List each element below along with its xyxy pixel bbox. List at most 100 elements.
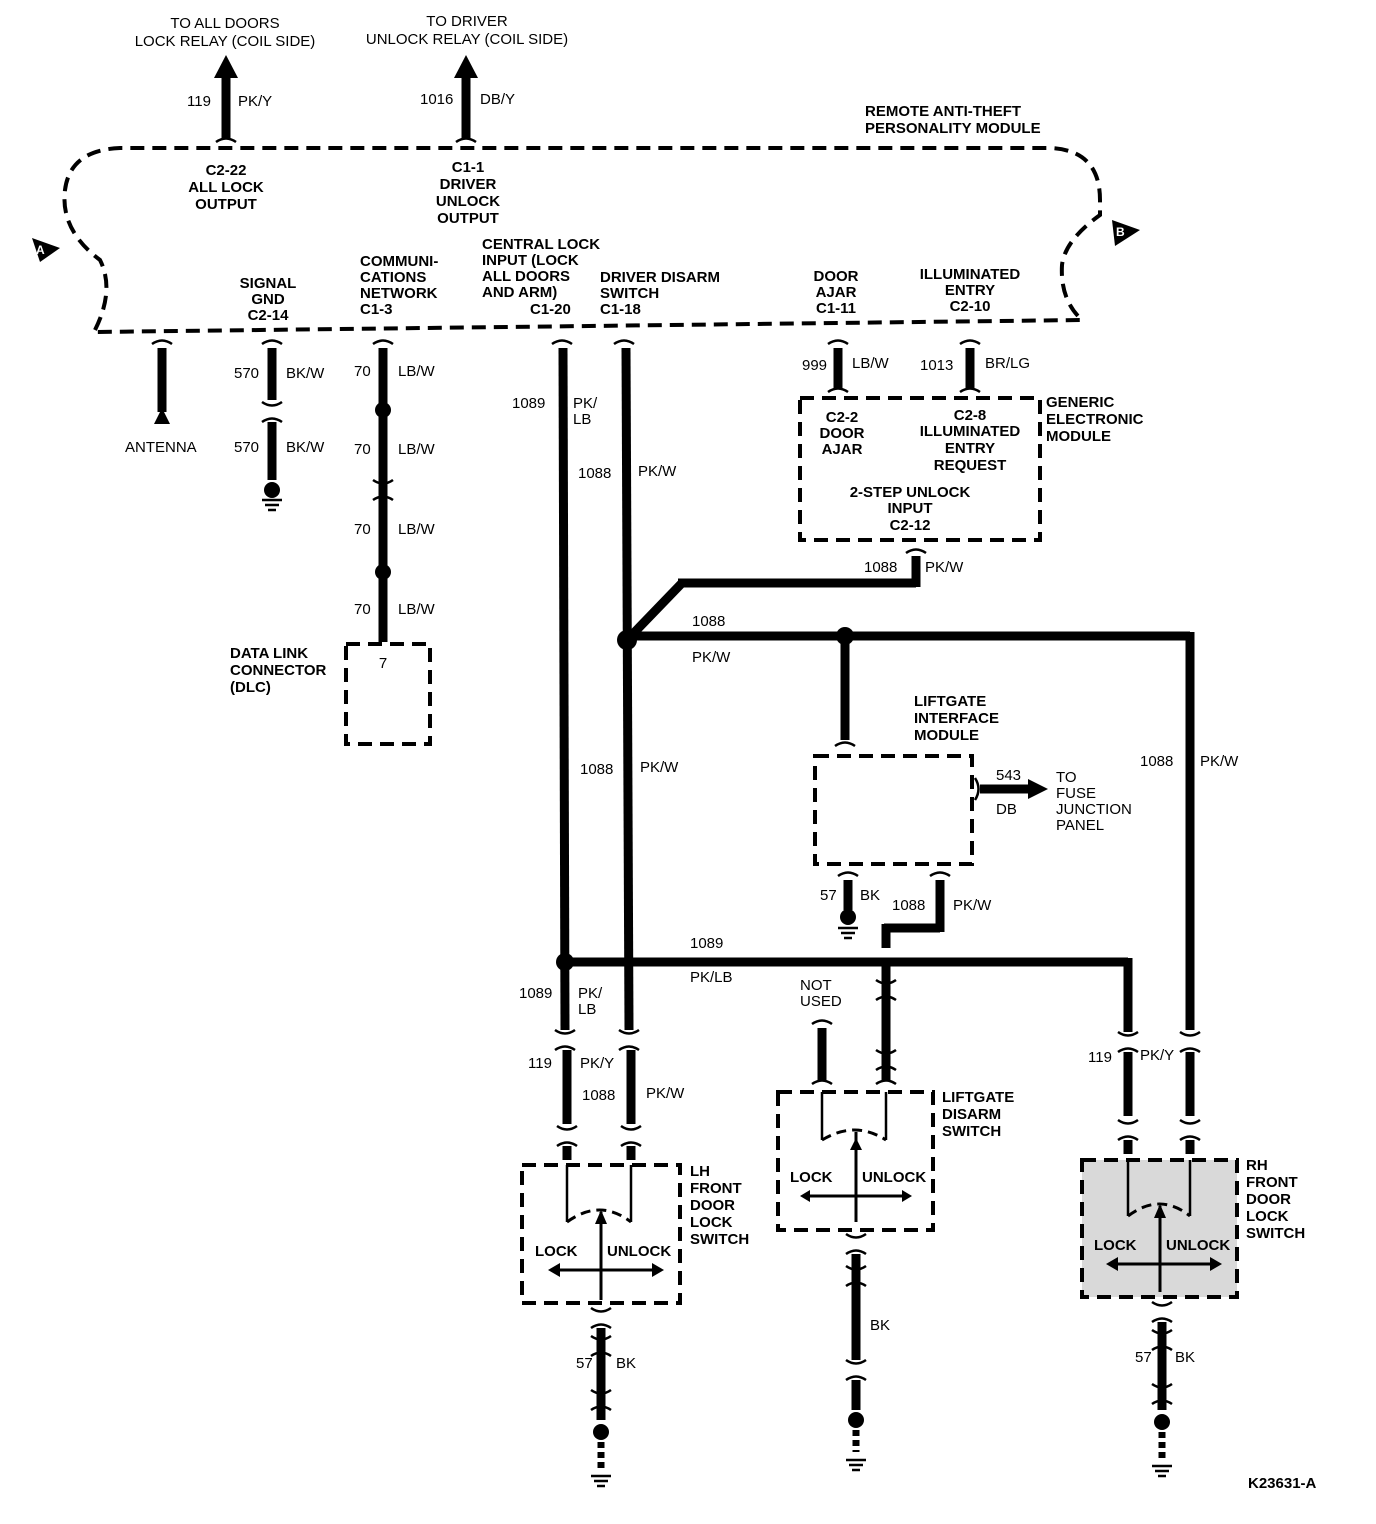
unlock-label: UNLOCK xyxy=(862,1169,926,1186)
pin-label: UNLOCK xyxy=(436,193,500,210)
ground-icon xyxy=(836,926,860,940)
unlock-label: UNLOCK xyxy=(1166,1237,1230,1254)
pin-label: AND ARM) xyxy=(482,284,557,301)
gem-pin-label: C2-8 xyxy=(954,407,987,424)
unlock-label: UNLOCK xyxy=(607,1243,671,1260)
wire-number: 57 xyxy=(820,887,837,904)
wire-color: PK/W xyxy=(925,559,964,576)
wire-number: 1088 xyxy=(1140,753,1173,770)
pin-label: CATIONS xyxy=(360,269,426,286)
not-used-label: NOT xyxy=(800,977,832,994)
all-doors-label-2: LOCK RELAY (COIL SIDE) xyxy=(135,33,316,50)
marker-b-icon xyxy=(1112,220,1140,246)
wire-number: 57 xyxy=(1135,1349,1152,1366)
marker-a-icon xyxy=(32,238,60,262)
wire-number: 1088 xyxy=(580,761,613,778)
gem-pin-label: ENTRY xyxy=(945,440,995,457)
gem-pin-label: REQUEST xyxy=(934,457,1007,474)
lim-label: MODULE xyxy=(914,727,979,744)
dlc-pin: 7 xyxy=(379,655,387,672)
dlc-label: DATA LINK xyxy=(230,645,308,662)
rh-switch-label: RH xyxy=(1246,1157,1268,1174)
driver-label-2: UNLOCK RELAY (COIL SIDE) xyxy=(366,31,568,48)
wire-number: 999 xyxy=(802,357,827,374)
wire-color: PK/W xyxy=(1200,753,1239,770)
wire-number: 119 xyxy=(187,93,211,110)
fuse-label: PANEL xyxy=(1056,817,1104,834)
rh-ground-wire-57 xyxy=(1150,1300,1174,1478)
wire-number: 70 xyxy=(354,601,371,618)
pin-label: ILLUMINATED xyxy=(920,266,1021,283)
ground-icon xyxy=(1150,1464,1174,1478)
lh-ground-wire-57 xyxy=(589,1306,613,1488)
wire-number: 1088 xyxy=(864,559,897,576)
pin-label: SWITCH xyxy=(600,285,659,302)
remote-anti-theft-module-outline xyxy=(62,146,1102,334)
wire-color: PK/LB xyxy=(690,969,733,986)
gem-pin-label: C2-12 xyxy=(890,517,931,534)
lock-label: LOCK xyxy=(790,1169,833,1186)
arrow-left-icon xyxy=(1106,1257,1118,1271)
pin-label: DRIVER xyxy=(440,176,497,193)
arrow-left-icon xyxy=(800,1190,810,1202)
driver-label-1: TO DRIVER xyxy=(426,13,508,30)
wire-color: PK/Y xyxy=(580,1055,614,1072)
wire-number: 1089 xyxy=(512,395,545,412)
wire-number: 1013 xyxy=(920,357,953,374)
all-doors-lock-output-wire xyxy=(214,55,238,144)
pin-label: OUTPUT xyxy=(437,210,499,227)
arrow-left-icon xyxy=(548,1263,560,1277)
lift-switch-label: SWITCH xyxy=(942,1123,1001,1140)
liftgate-disarm-switch-box xyxy=(776,1090,935,1232)
pin-label: C1-18 xyxy=(600,301,641,318)
antenna-wire xyxy=(151,339,173,424)
rh-switch-label: DOOR xyxy=(1246,1191,1291,1208)
wire-color: BK xyxy=(1175,1349,1195,1366)
gem-pin-label: AJAR xyxy=(822,441,863,458)
pin-label: C1-3 xyxy=(360,301,393,318)
lh-switch-label: LOCK xyxy=(690,1214,733,1231)
gem-label: MODULE xyxy=(1046,428,1111,445)
wire-color: LB xyxy=(578,1001,596,1018)
lh-switch-contacts xyxy=(548,1165,664,1300)
wire-number: 570 xyxy=(234,365,259,382)
lim-label: LIFTGATE xyxy=(914,693,986,710)
liftgate-interface-module-box xyxy=(813,754,974,866)
pin-label: AJAR xyxy=(816,284,857,301)
generic-electronic-module-box xyxy=(798,396,1042,542)
pin-label: SIGNAL xyxy=(240,275,297,292)
arrow-up-icon xyxy=(214,55,238,78)
wire-color: BK xyxy=(616,1355,636,1372)
wire-number: 70 xyxy=(354,363,371,380)
lh-switch-connectors xyxy=(555,1124,643,1160)
wire-color: PK/W xyxy=(638,463,677,480)
rh-switch-label: LOCK xyxy=(1246,1208,1289,1225)
wire-color: LB/W xyxy=(398,441,436,458)
door-ajar-wire-999 xyxy=(827,339,849,394)
lh-front-door-lock-switch-box xyxy=(520,1163,682,1305)
ground-icon xyxy=(844,1458,868,1472)
arrow-up-icon xyxy=(454,55,478,78)
wire-number: 1088 xyxy=(892,897,925,914)
not-used-wire xyxy=(811,1019,897,1086)
liftgate-ground-wire xyxy=(844,1232,868,1472)
wire-number: 570 xyxy=(234,439,259,456)
wire-color: PK/W xyxy=(953,897,992,914)
lim-label: INTERFACE xyxy=(914,710,999,727)
rh-switch-contacts xyxy=(1106,1160,1222,1292)
pin-label: ALL LOCK xyxy=(188,179,264,196)
lh-switch-label: DOOR xyxy=(690,1197,735,1214)
pin-label: CENTRAL LOCK xyxy=(482,236,600,253)
wire-color: LB/W xyxy=(398,521,436,538)
pin-label: C1-20 xyxy=(530,301,571,318)
wire-color: BK/W xyxy=(286,439,325,456)
wire-color: LB/W xyxy=(852,355,890,372)
fuse-label: JUNCTION xyxy=(1056,801,1132,818)
pin-label: DOOR xyxy=(814,268,859,285)
pin-label: INPUT (LOCK xyxy=(482,252,579,269)
pin-label: C2-22 xyxy=(206,162,247,179)
driver-disarm-wire-1088 xyxy=(613,339,1195,1124)
wire-color: BR/LG xyxy=(985,355,1030,372)
wire-color: PK/Y xyxy=(238,93,272,110)
